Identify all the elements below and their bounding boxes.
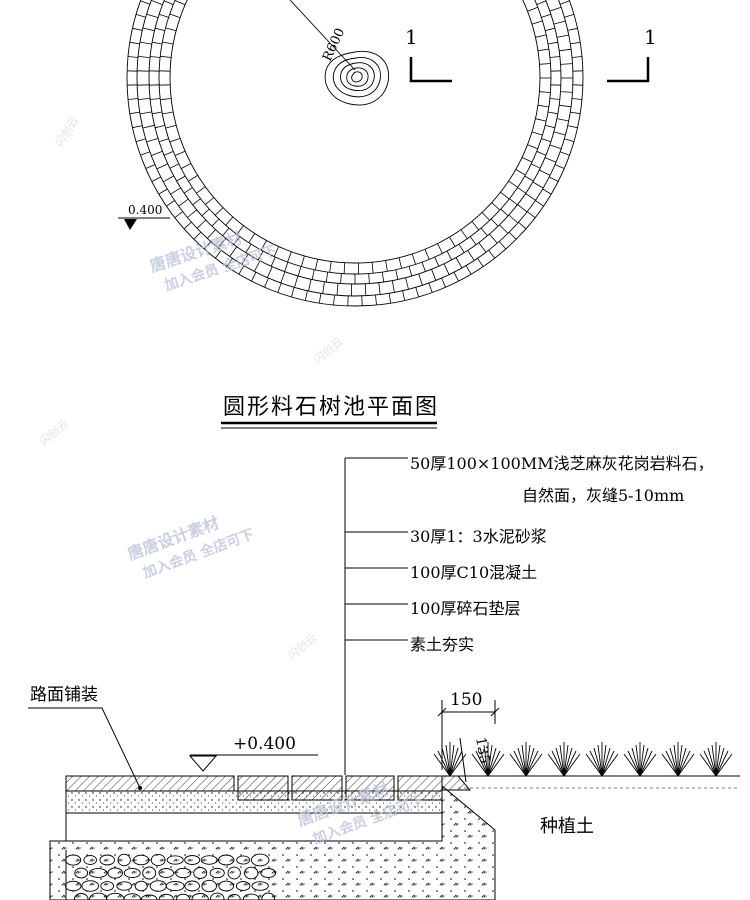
dimension-height-label: 135 — [472, 736, 492, 765]
grass-tufts — [433, 742, 733, 777]
paving-ring — [126, 0, 584, 307]
dimension-height — [459, 737, 467, 783]
tree-trunk-contours — [324, 50, 390, 106]
plan-elevation-label: 0.400 — [128, 203, 162, 217]
layer-concrete: 100厚C10混凝土 — [410, 563, 537, 582]
tree-pool-plan: R600 0.400 1 1 — [118, 0, 657, 307]
paving-ring — [169, 0, 541, 264]
drawing-title: 圆形料石树池平面图 — [221, 395, 439, 429]
paving-label: 路面铺装 — [30, 685, 98, 705]
section-mark-left: 1 — [405, 25, 452, 83]
layer-stone: 50厚100×100MM浅芝麻灰花岗岩料石， — [410, 454, 714, 473]
plan-elevation-marker: 0.400 — [118, 203, 170, 230]
section-detail: 50厚100×100MM浅芝麻灰花岗岩料石， 自然面，灰缝5-10mm 30厚1… — [28, 454, 740, 900]
section-mark-left-label: 1 — [405, 25, 418, 49]
plan-title: 圆形料石树池平面图 — [223, 395, 439, 420]
watermark-faint-1: 闪创云 — [52, 114, 81, 150]
layer-mortar: 30厚1：3水泥砂浆 — [410, 527, 547, 546]
stone-joints — [127, 0, 583, 306]
base-layers — [49, 784, 496, 900]
layer-soil: 素土夯实 — [410, 635, 474, 654]
watermark-faint-3: 闪创云 — [37, 416, 71, 448]
watermark-middle: 唐唐设计素材 加入会员 全店可下 — [125, 513, 256, 582]
dimension-width — [437, 700, 500, 770]
watermark-faint-2: 闪创云 — [311, 334, 345, 366]
layer-leaders — [345, 457, 408, 641]
layer-stone-finish: 自然面，灰缝5-10mm — [522, 486, 684, 505]
layer-gravel: 100厚碎石垫层 — [410, 599, 521, 618]
paving-ring — [158, 0, 552, 275]
watermark-faint-4: 闪创云 — [285, 630, 319, 662]
section-mark-right: 1 — [607, 25, 657, 83]
radius-leader — [289, 0, 356, 71]
gravel-stones — [64, 853, 277, 900]
section-elevation-marker: +0.400 — [188, 734, 318, 772]
section-elevation-label: +0.400 — [233, 734, 296, 754]
section-mark-right-label: 1 — [644, 25, 657, 49]
dimension-width-label: 150 — [450, 690, 482, 710]
planting-soil-label: 种植土 — [540, 816, 594, 837]
